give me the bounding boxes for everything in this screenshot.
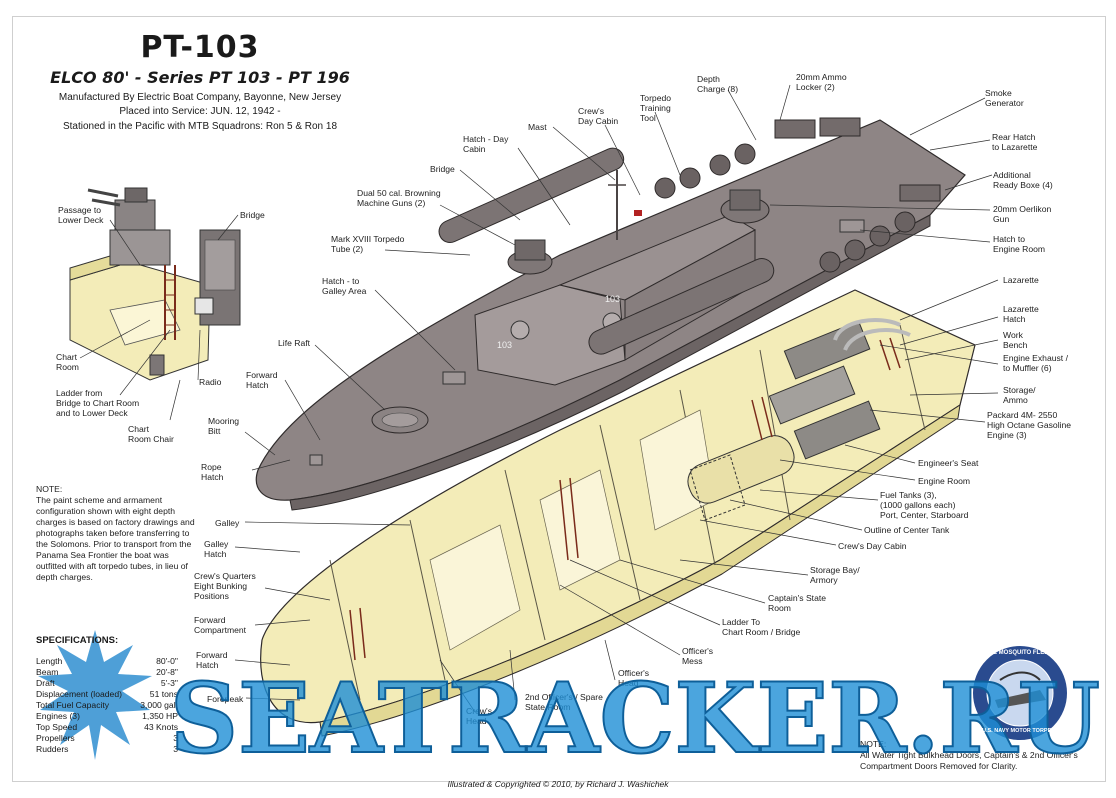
label-crews-quarters: Crew's Quarters Eight Bunking Positions <box>194 571 256 601</box>
label-officers-mess: Officer's Mess <box>682 646 714 666</box>
label-captains-room: Captain's State Room <box>768 593 827 613</box>
spec-value: 80'-0" <box>156 656 178 666</box>
spec-label: Length <box>36 656 63 666</box>
spec-label: Engines (3) <box>36 711 80 721</box>
label-ladder-bridge: Ladder from Bridge to Chart Room and to … <box>56 388 140 418</box>
badge-text-top: THE MOSQUITO FLEET <box>985 650 1052 656</box>
hull-number-cabin: 103 <box>605 294 620 304</box>
label-oerlikon: 20mm Oerlikon Gun <box>993 204 1052 224</box>
upper-hull <box>255 117 966 511</box>
label-ladder-chart-room: Ladder To Chart Room / Bridge <box>722 617 801 637</box>
label-ammo-locker: 20mm Ammo Locker (2) <box>796 72 847 92</box>
badge-text-bottom: U.S. NAVY MOTOR TORPEDO <box>982 728 1060 734</box>
label-mast: Mast <box>528 122 547 132</box>
label-forward-hatch: Forward Hatch <box>196 650 228 670</box>
label-crews-day-cabin: Crew's Day Cabin <box>838 541 907 551</box>
label-smoke-generator: Smoke Generator <box>985 88 1024 108</box>
spec-value: 3 <box>173 744 178 754</box>
credit-line: Illustrated & Copyrighted © 2010, by Ric… <box>447 779 669 789</box>
page-frame <box>12 16 1106 782</box>
mosquito-fleet-badge <box>971 644 1069 742</box>
label-bridge-inset: Bridge <box>240 210 265 220</box>
label-forepeak: Forepeak <box>207 694 244 704</box>
spec-value: 20'-8" <box>156 667 178 677</box>
label-hatch-engine-room: Hatch to Engine Room <box>993 234 1046 254</box>
label-packard-engine: Packard 4M- 2550 High Octane Gasoline En… <box>987 410 1072 440</box>
label-rope-hatch: Rope Hatch <box>201 462 224 482</box>
label-hatch-galley: Hatch - to Galley Area <box>322 276 367 296</box>
starburst-logo <box>38 630 152 760</box>
specifications-title: SPECIFICATIONS: <box>36 635 119 646</box>
label-forward-hatch-top: Forward Hatch <box>246 370 278 390</box>
label-forward-compartment: Forward Compartment <box>194 615 247 635</box>
label-galley-hatch: Galley Hatch <box>204 539 229 559</box>
label-dual-guns: Dual 50 cal. Browning Machine Guns (2) <box>357 188 441 208</box>
spec-value: 5'-3" <box>160 678 178 688</box>
note-bulkhead-doors: NOTE: All Water Tight Bulkhead Doors, Ca… <box>860 739 1078 771</box>
service-date-line: Placed into Service: JUN. 12, 1942 - <box>119 106 281 117</box>
label-rear-hatch: Rear Hatch to Lazarette <box>992 132 1038 152</box>
spec-label: Propellers <box>36 733 75 743</box>
spec-value: 43 Knots <box>144 722 178 732</box>
spec-value: 1,350 HP <box>142 711 178 721</box>
label-engine-room: Engine Room <box>918 476 971 486</box>
station-line: Stationed in the Pacific with MTB Squadr… <box>62 121 338 132</box>
series-subtitle: ELCO 80' - Series PT 103 - PT 196 <box>50 68 350 87</box>
label-work-bench: Work Bench <box>1003 330 1028 350</box>
hull-number-bridge: 103 <box>497 340 512 350</box>
spec-label: Top Speed <box>36 722 78 732</box>
spec-value: 3,000 gal. <box>140 700 178 710</box>
spec-label: Total Fuel Capacity <box>36 700 110 710</box>
spec-label: Draft <box>36 678 55 688</box>
label-torpedo-tool: Torpedo Training Tool <box>640 93 672 123</box>
label-passage-lower-deck: Passage to Lower Deck <box>58 205 104 225</box>
label-lazarette: Lazarette <box>1003 275 1039 285</box>
spec-label: Beam <box>36 667 59 677</box>
label-officers-head: Officer's Head <box>618 668 650 688</box>
spec-label: Rudders <box>36 744 69 754</box>
label-chart-room: Chart Room <box>56 352 79 372</box>
label-storage-ammo: Storage/ Ammo <box>1003 385 1036 405</box>
label-engineers-seat: Engineer's Seat <box>918 458 979 468</box>
label-chart-room-chair: Chart Room Chair <box>128 424 174 444</box>
lower-hull-cutaway <box>260 289 976 737</box>
label-life-raft: Life Raft <box>278 338 311 348</box>
label-ready-box: Additional Ready Boxe (4) <box>993 170 1053 190</box>
label-outline-center-tank: Outline of Center Tank <box>864 525 950 535</box>
label-hatch-day-cabin: Hatch - Day Cabin <box>463 134 509 154</box>
bridge-inset <box>69 187 241 381</box>
spec-label: Displacement (loaded) <box>36 689 122 699</box>
label-lazarette-hatch: Lazarette Hatch <box>1003 304 1039 324</box>
label-second-officer-room: 2nd Officer's / Spare State Room <box>525 692 603 712</box>
label-storage-bay: Storage Bay/ Armory <box>810 565 860 585</box>
label-bridge: Bridge <box>430 164 455 174</box>
label-galley: Galley <box>215 518 240 528</box>
label-mooring-bitt: Mooring Bitt <box>208 416 240 436</box>
label-crews-day-cabin-top: Crew's Day Cabin <box>578 106 619 126</box>
label-crews-head: Crew's Head <box>466 706 492 726</box>
spec-value: 51 tons <box>149 689 178 699</box>
spec-value: 3 <box>173 733 178 743</box>
page-title: PT-103 <box>140 30 260 65</box>
label-radio: Radio <box>199 377 222 387</box>
leader-lines <box>79 84 999 713</box>
label-torpedo-tube: Mark XVIII Torpedo Tube (2) <box>331 234 405 254</box>
label-engine-exhaust: Engine Exhaust / to Muffler (6) <box>1003 353 1068 373</box>
manufacturer-line: Manufactured By Electric Boat Company, B… <box>58 92 342 103</box>
label-fuel-tanks: Fuel Tanks (3), (1000 gallons each) Port… <box>880 490 969 520</box>
note-paint-scheme: NOTE: The paint scheme and armament conf… <box>36 484 195 582</box>
label-depth-charge: Depth Charge (8) <box>697 74 739 94</box>
